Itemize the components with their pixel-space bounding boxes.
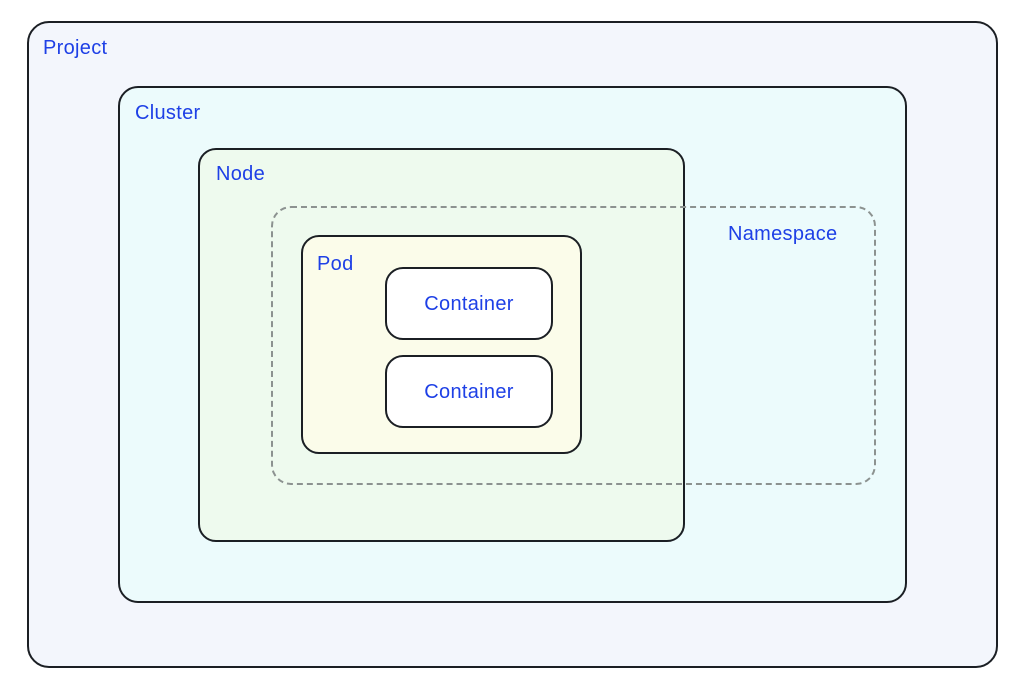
namespace-label: Namespace xyxy=(728,223,838,245)
pod-label: Pod xyxy=(317,253,354,275)
namespace-box xyxy=(271,206,876,485)
cluster-label: Cluster xyxy=(135,102,201,124)
node-label: Node xyxy=(216,163,266,185)
container-label: Container xyxy=(424,380,514,403)
container-label: Container xyxy=(424,292,514,315)
project-label: Project xyxy=(43,37,108,59)
container-box: Container xyxy=(385,267,553,340)
container-box: Container xyxy=(385,355,553,428)
